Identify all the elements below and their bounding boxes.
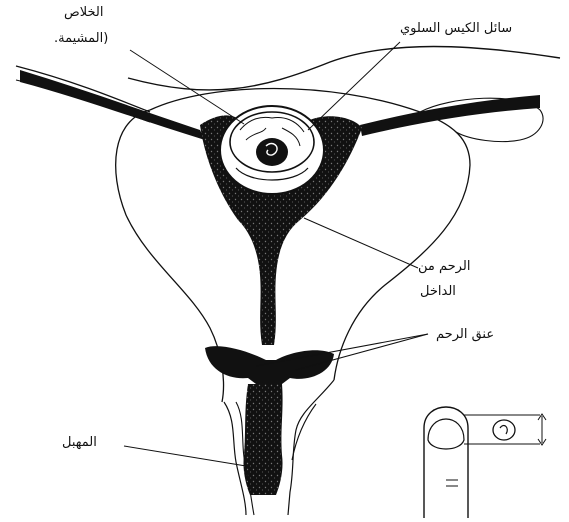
embryo [256,138,288,166]
leader-uterus-inside [304,218,418,268]
label-placenta-line1: الخلاص [64,4,103,22]
label-placenta-line2: (المشيمة. [54,30,108,48]
leader-vagina [124,446,246,466]
left-tissue-lines [16,66,150,112]
abdominal-wall-line [128,47,560,90]
label-cervix: عنق الرحم [436,326,494,344]
label-amniotic-fluid: سائل الكيس السلوي [400,20,512,38]
label-uterus-inside-line1: الرحم من [418,258,470,276]
right-fallopian-tube [360,95,540,136]
vaginal-walls [224,402,246,515]
label-vagina: المهبل [62,434,97,452]
vaginal-canal [243,384,282,495]
leader-cervix-1 [256,334,428,366]
label-uterus-inside-line2: الداخل [420,283,456,301]
fingertip-scale [424,407,546,518]
